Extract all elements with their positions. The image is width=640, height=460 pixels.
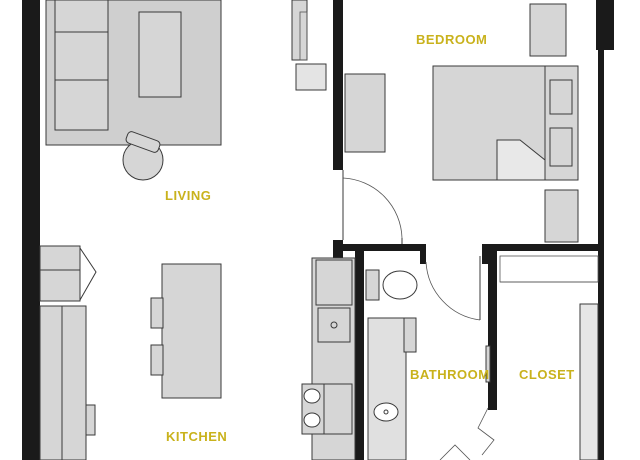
- dresser: [344, 73, 386, 153]
- label-closet: CLOSET: [519, 367, 575, 382]
- stove-burner-1: [303, 388, 321, 404]
- bathroom-exit-door: [439, 444, 471, 460]
- living-furniture: [45, 0, 327, 181]
- living-bedroom-partition: [333, 0, 343, 170]
- kitchen-counter-left: [39, 305, 63, 460]
- label-kitchen: KITCHEN: [166, 429, 227, 444]
- kitchen-island: [161, 263, 222, 399]
- doors: [342, 170, 495, 460]
- stove-burner-2: [303, 412, 321, 428]
- label-living: LIVING: [165, 188, 211, 203]
- closet-shelf: [579, 303, 599, 460]
- stove: [323, 383, 353, 435]
- bathroom-door-swing: [425, 261, 481, 321]
- label-bathroom: BATHROOM: [410, 367, 490, 382]
- bathroom-closet-wall: [488, 250, 497, 410]
- armchair: [122, 131, 164, 181]
- label-bedroom: BEDROOM: [416, 32, 487, 47]
- closet-door-bifold: [477, 407, 495, 456]
- closet-top-wall: [482, 244, 602, 251]
- bathroom-fixtures: [365, 269, 418, 460]
- pantry-upper: [315, 259, 353, 306]
- vanity-counter: [367, 317, 407, 460]
- bar-stool-1: [150, 297, 164, 329]
- door-stub: [482, 244, 488, 264]
- coffee-table: [138, 11, 182, 98]
- wardrobe: [529, 3, 567, 57]
- closet-door-frame: [485, 345, 491, 383]
- bedroom-door-swing: [342, 177, 403, 239]
- kitchen-sink: [317, 307, 351, 343]
- door-stub-2: [420, 244, 426, 264]
- vanity-cabinet: [403, 317, 417, 353]
- stove-knob-panel: [85, 404, 96, 436]
- bar-stool-2: [150, 344, 164, 376]
- closet-right-wall: [598, 250, 604, 460]
- bedroom-furniture: [344, 3, 579, 243]
- bed-sheet-fold: [496, 139, 546, 181]
- nightstand: [544, 189, 579, 243]
- toilet: [365, 269, 418, 301]
- right-exterior-wall-upper: [598, 0, 604, 250]
- bathroom-left-wall: [355, 250, 364, 460]
- kitchen-base-cabinets: [61, 305, 87, 460]
- media-console: [291, 0, 308, 61]
- wall-shelf: [295, 63, 327, 91]
- pillow-1: [549, 79, 573, 115]
- walls: [22, 0, 614, 460]
- fridge: [39, 245, 81, 302]
- kitchen-fixtures: [39, 245, 356, 460]
- bathroom-sink: [373, 402, 399, 422]
- room-labels: BEDROOM LIVING KITCHEN BATHROOM CLOSET: [165, 32, 575, 444]
- pillow-2: [549, 127, 573, 167]
- sofa-seat: [54, 0, 109, 131]
- left-exterior-wall: [22, 0, 40, 460]
- closet-fixtures: [499, 255, 599, 460]
- bathroom-top-wall: [333, 244, 425, 251]
